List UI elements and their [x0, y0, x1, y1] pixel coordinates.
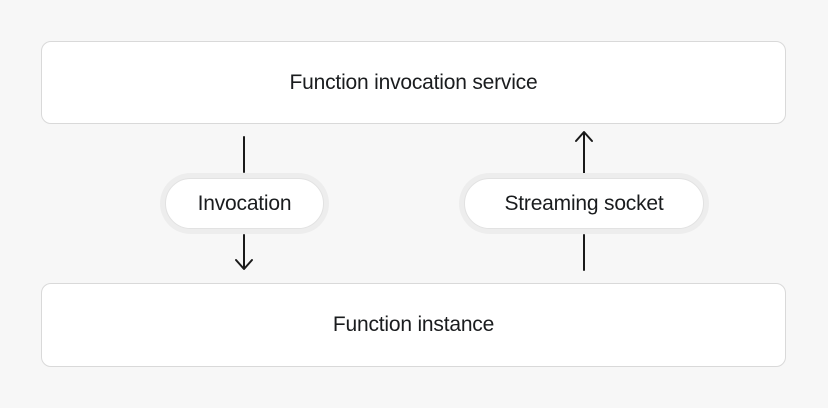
edge-label: Invocation	[197, 191, 292, 215]
edge-label: Streaming socket	[504, 191, 664, 215]
edge-pill-invocation: Invocation	[165, 178, 324, 229]
edge-pill-streaming-socket: Streaming socket	[464, 178, 704, 229]
node-label: Function instance	[332, 313, 495, 336]
node-function-invocation-service: Function invocation service	[41, 41, 786, 124]
node-label: Function invocation service	[289, 70, 538, 94]
node-function-instance: Function instance	[41, 283, 786, 367]
